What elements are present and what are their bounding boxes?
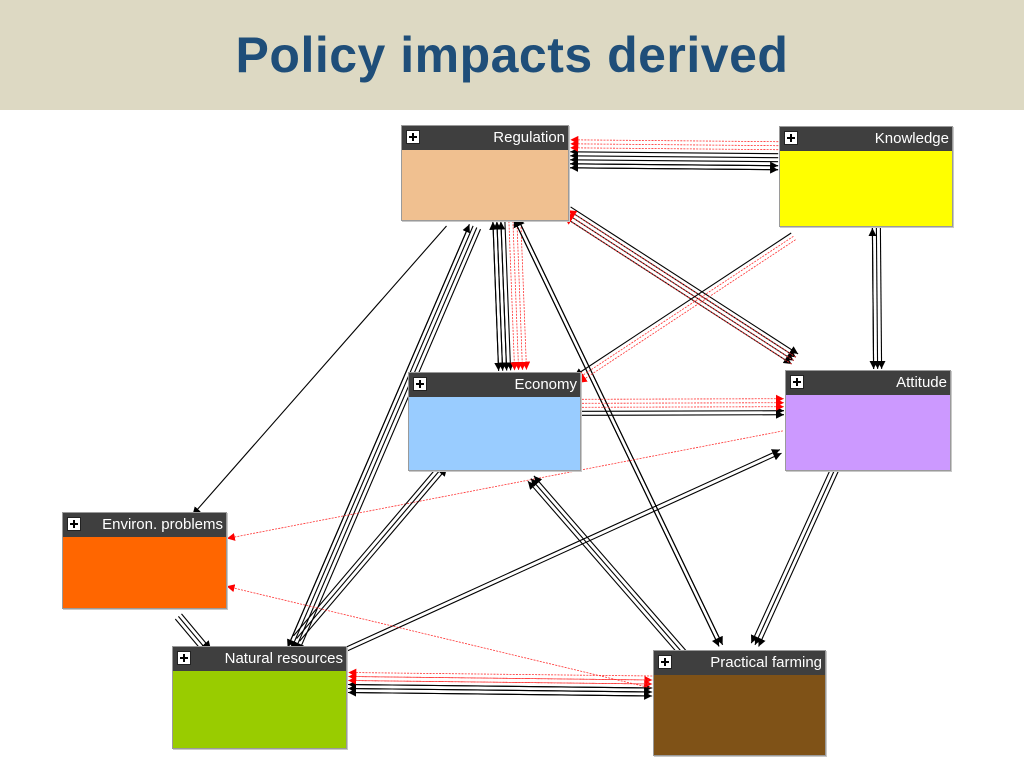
link-regulation-to-economy-arrow [512, 220, 523, 371]
link-economy-to-attitude-arrow [581, 402, 785, 411]
link-natural-to-regulation-arrow [287, 224, 470, 648]
link-economy-to-regulation-arrow [493, 221, 504, 371]
link-farming-to-natural-arrow [348, 688, 653, 697]
expand-icon[interactable] [67, 517, 81, 531]
link-attitude-to-regulation-arrow [566, 213, 794, 361]
link-knowledge-to-regulation-arrow [570, 151, 779, 160]
node-practical-farming[interactable]: Practical farming [653, 650, 826, 756]
link-knowledge-to-attitude-arrow [877, 227, 886, 369]
expand-icon[interactable] [784, 131, 798, 145]
link-regulation-to-knowledge-arrow [570, 165, 779, 174]
link-knowledge-to-economy-arrow [574, 232, 792, 377]
node-regulation[interactable]: Regulation [401, 125, 569, 221]
node-header: Practical farming [654, 651, 825, 675]
node-body [63, 537, 226, 608]
link-farming-to-natural-arrow [348, 684, 653, 693]
expand-icon[interactable] [177, 651, 191, 665]
link-natural-to-economy-arrow [293, 462, 442, 637]
link-regulation-to-economy-arrow [516, 220, 527, 370]
node-header: Economy [409, 373, 580, 397]
link-farming-to-natural-arrow [348, 672, 653, 681]
link-natural-to-attitude-arrow [343, 449, 781, 649]
link-knowledge-to-regulation-arrow [570, 139, 779, 148]
node-body [654, 675, 825, 755]
link-farming-to-regulation-arrow [517, 217, 724, 645]
link-farming-to-natural-arrow [348, 668, 653, 677]
node-attitude[interactable]: Attitude [785, 370, 951, 471]
link-regulation-to-natural-arrow [290, 225, 474, 650]
node-label: Economy [514, 376, 577, 393]
link-regulation-to-natural-arrow [294, 227, 478, 651]
node-label: Natural resources [224, 650, 343, 667]
node-body [402, 150, 568, 220]
title-bar: Policy impacts derived [0, 0, 1024, 110]
node-label: Practical farming [710, 654, 822, 671]
link-regulation-to-economy-arrow [504, 221, 515, 371]
link-farming-to-economy-arrow [533, 475, 689, 654]
link-regulation-to-economy-arrow [508, 221, 519, 371]
expand-icon[interactable] [790, 375, 804, 389]
link-attitude-to-farming-arrow [758, 469, 840, 647]
link-economy-to-attitude-arrow [581, 406, 785, 415]
expand-icon[interactable] [658, 655, 672, 669]
link-knowledge-to-regulation-arrow [570, 147, 779, 156]
node-knowledge[interactable]: Knowledge [779, 126, 953, 227]
link-knowledge-to-regulation-arrow [570, 135, 779, 144]
link-regulation-to-environ-arrow [192, 225, 447, 516]
link-knowledge-to-economy-arrow [576, 235, 794, 380]
link-natural-to-economy-arrow [299, 467, 448, 642]
node-label: Environ. problems [102, 516, 223, 533]
link-knowledge-to-economy-arrow [578, 239, 796, 384]
link-farming-to-economy-arrow [530, 478, 686, 656]
link-farming-to-natural-arrow [348, 680, 653, 689]
link-attitude-to-farming-arrow [754, 467, 837, 646]
link-attitude-to-regulation-arrow [563, 216, 792, 365]
node-natural-resources[interactable]: Natural resources [172, 646, 347, 749]
link-farming-to-economy-arrow [527, 480, 683, 659]
node-environ-problems[interactable]: Environ. problems [62, 512, 227, 609]
node-header: Regulation [402, 126, 568, 150]
node-economy[interactable]: Economy [408, 372, 581, 471]
link-attitude-to-farming-arrow [750, 465, 833, 644]
link-attitude-to-environ-arrow [226, 430, 783, 541]
link-economy-to-attitude-arrow [581, 410, 785, 419]
expand-icon[interactable] [413, 377, 427, 391]
link-knowledge-to-regulation-arrow [570, 143, 779, 152]
link-regulation-to-knowledge-arrow [570, 161, 779, 170]
node-label: Attitude [896, 374, 947, 391]
node-header: Attitude [786, 371, 950, 395]
slide-title: Policy impacts derived [235, 27, 789, 83]
node-body [409, 397, 580, 470]
expand-icon[interactable] [406, 130, 420, 144]
link-economy-to-regulation-arrow [489, 221, 500, 371]
node-body [173, 671, 346, 748]
link-natural-to-attitude-arrow [345, 452, 782, 653]
link-knowledge-to-regulation-arrow [570, 155, 779, 164]
node-header: Knowledge [780, 127, 952, 151]
link-farming-to-environ-arrow [226, 584, 651, 689]
link-natural-to-economy-arrow [296, 465, 445, 639]
node-header: Natural resources [173, 647, 346, 671]
node-body [780, 151, 952, 226]
link-farming-to-regulation-arrow [513, 219, 720, 647]
link-economy-to-regulation-arrow [497, 221, 508, 371]
link-attitude-to-knowledge-arrow [868, 227, 877, 370]
node-label: Knowledge [874, 130, 949, 147]
node-header: Environ. problems [63, 513, 226, 537]
link-regulation-to-attitude-arrow [570, 206, 799, 355]
link-farming-to-natural-arrow [348, 676, 653, 685]
node-label: Regulation [493, 129, 565, 146]
link-knowledge-to-attitude-arrow [873, 227, 882, 369]
link-economy-to-attitude-arrow [581, 398, 785, 407]
link-attitude-to-regulation-arrow [568, 209, 797, 358]
node-body [786, 395, 950, 470]
link-regulation-to-natural-arrow [298, 228, 482, 653]
link-regulation-to-economy-arrow [520, 220, 531, 370]
link-economy-to-attitude-arrow [581, 394, 784, 403]
